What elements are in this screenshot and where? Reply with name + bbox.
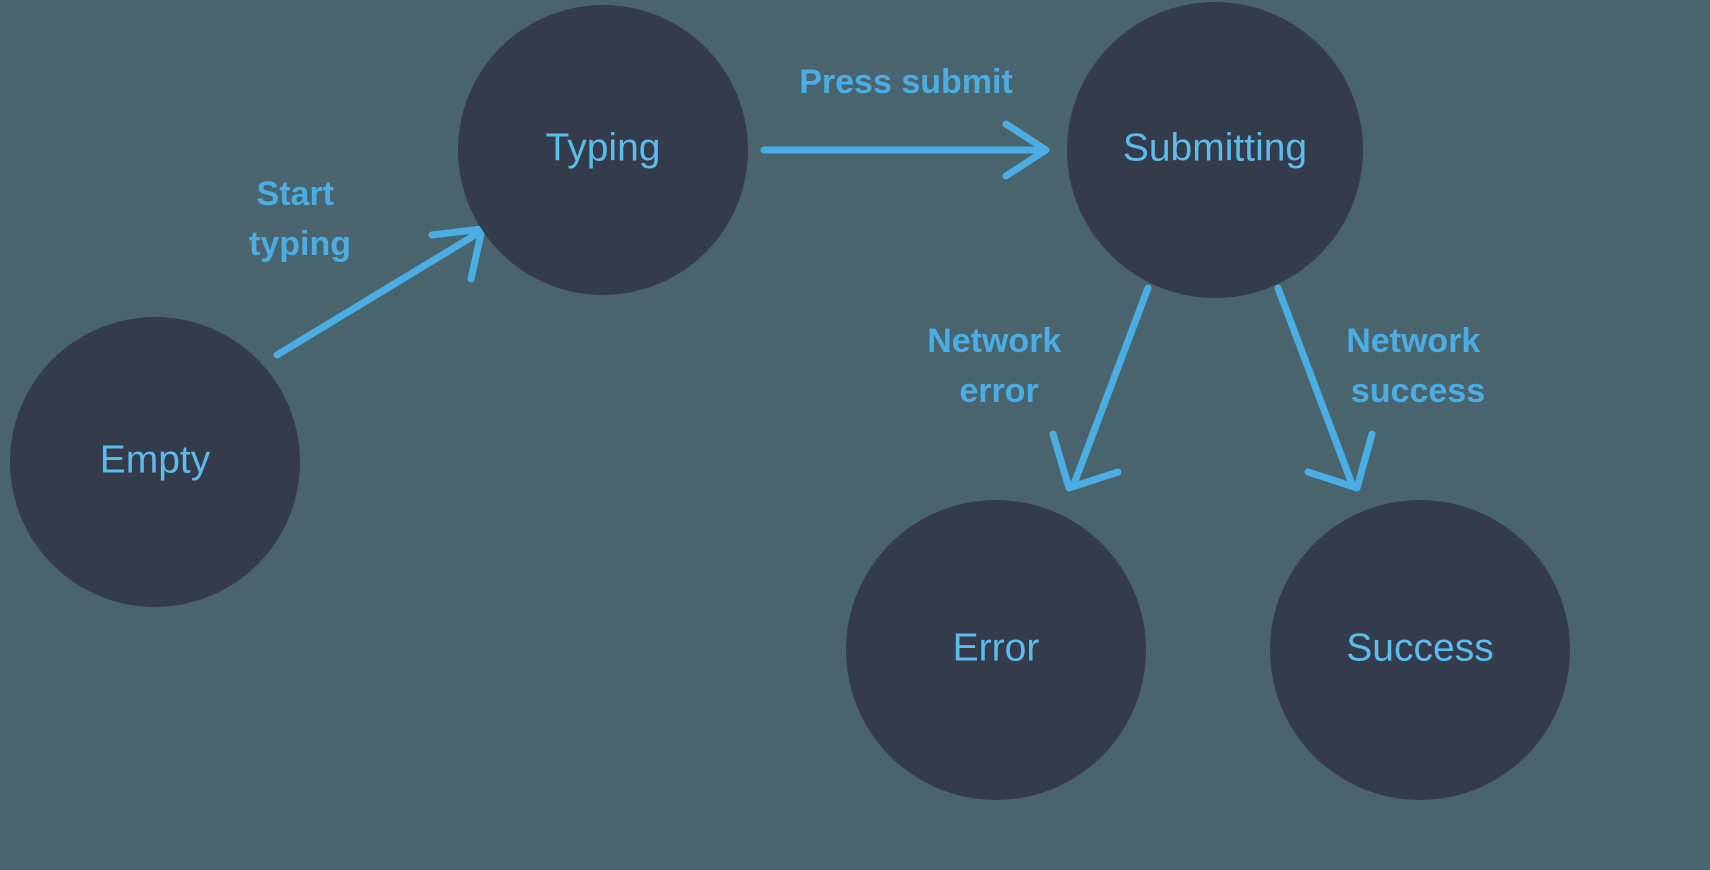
- node-empty[interactable]: Empty: [10, 317, 300, 607]
- node-submitting[interactable]: Submitting: [1067, 2, 1363, 298]
- edge-submitting-to-error: [1049, 284, 1152, 492]
- edge-label-network-success: Network success: [1346, 322, 1490, 410]
- edge-label-start-typing-line1: Start: [257, 175, 334, 213]
- node-typing-label: Typing: [546, 126, 661, 169]
- node-success-circle[interactable]: [1270, 500, 1570, 800]
- edge-label-network-error-line2: error: [959, 372, 1038, 410]
- edge-line-submitting-to-success: [1274, 284, 1356, 488]
- edge-line-empty-to-typing: [273, 228, 484, 359]
- node-empty-circle[interactable]: [10, 317, 300, 607]
- edge-label-press-submit-line1: Press submit: [799, 63, 1013, 101]
- node-typing[interactable]: Typing: [458, 5, 748, 295]
- arrowhead-submitting-to-error: [1049, 430, 1122, 492]
- edge-label-press-submit: Press submit: [799, 63, 1013, 101]
- edge-label-network-error-line1: Network: [927, 322, 1061, 360]
- arrowhead-typing-to-submitting: [1002, 120, 1050, 180]
- edge-label-network-success-line2: success: [1351, 372, 1485, 410]
- edge-label-network-error: Network error: [927, 322, 1071, 410]
- edge-label-network-success-line1: Network: [1346, 322, 1480, 360]
- node-submitting-label: Submitting: [1123, 126, 1307, 169]
- edge-line-submitting-to-error: [1070, 284, 1152, 488]
- arrowhead-submitting-to-success: [1304, 430, 1376, 492]
- node-typing-circle[interactable]: [458, 5, 748, 295]
- node-success-label: Success: [1346, 626, 1493, 669]
- node-error-label: Error: [953, 626, 1040, 669]
- edge-label-start-typing-line2: typing: [249, 225, 351, 263]
- node-error-circle[interactable]: [846, 500, 1146, 800]
- node-success[interactable]: Success: [1270, 500, 1570, 800]
- edge-typing-to-submitting: [760, 120, 1050, 180]
- node-error[interactable]: Error: [846, 500, 1146, 800]
- edge-submitting-to-success: [1274, 284, 1376, 492]
- node-submitting-circle[interactable]: [1067, 2, 1363, 298]
- node-empty-label: Empty: [100, 438, 211, 481]
- edge-label-start-typing: Start typing: [249, 175, 351, 263]
